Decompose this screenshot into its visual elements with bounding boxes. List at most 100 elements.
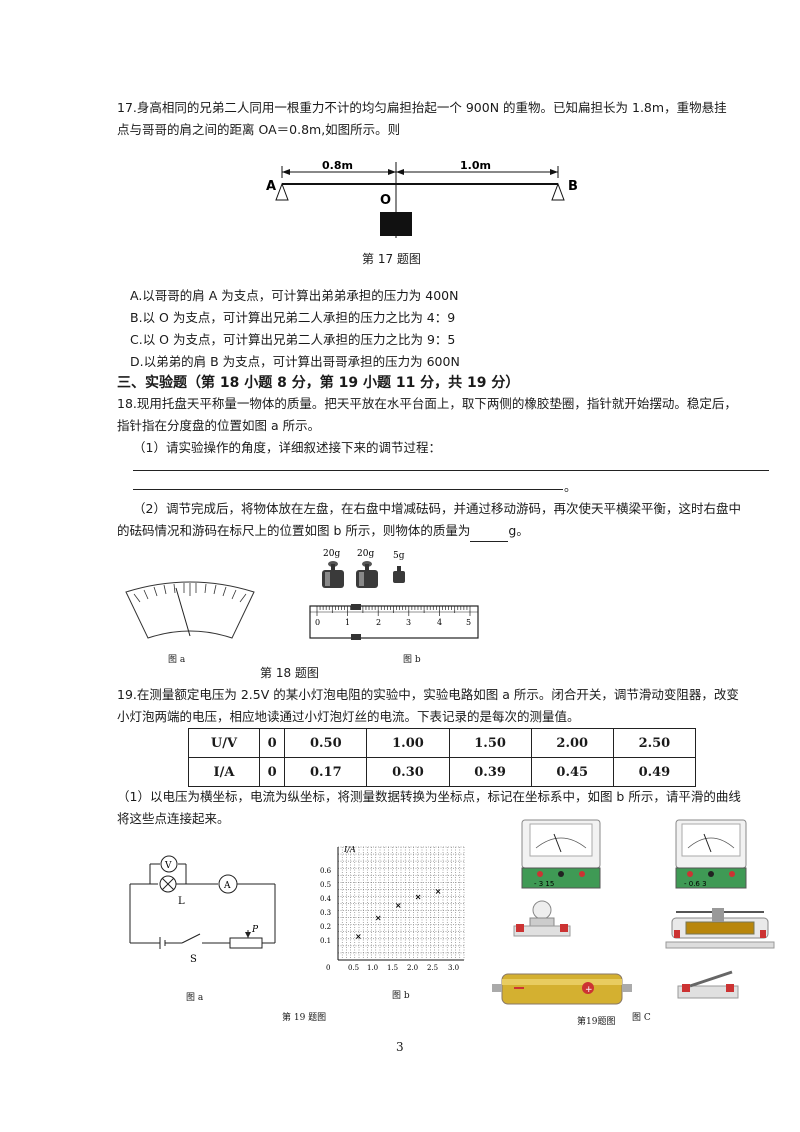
label-dim-right: 1.0m (460, 160, 491, 172)
q19-equipment-figure: - 3 15 - 0.6 3 + (492, 819, 775, 1005)
label-o: O (380, 193, 391, 208)
q18-part1-end: 。 (564, 479, 577, 494)
q19-caption-a: 第 19 题图 (282, 1013, 327, 1023)
table-cell: 2.50 (612, 728, 697, 758)
q19-part1-line2: 将这些点连接起来。 (117, 811, 230, 826)
x-tick: 1.5 (387, 964, 398, 972)
section3-heading: 三、实验题（第 18 小题 8 分，第 19 小题 11 分，共 19 分） (117, 375, 520, 391)
table-header-cell: U/V (188, 728, 260, 758)
data-point: × (415, 892, 422, 901)
voltmeter-device: - 3 15 (521, 819, 601, 889)
table-cell: 0.45 (530, 757, 614, 787)
table-cell: 0.30 (366, 757, 450, 787)
scale-tick-0: 0 (315, 618, 320, 627)
lamp-holder (513, 900, 571, 937)
ammeter-device: - 0.6 3 (675, 819, 747, 889)
switch-device (677, 970, 739, 999)
q19-fig-c-caption: 图 C (632, 1013, 651, 1023)
weight-label-2: 20g (357, 549, 374, 559)
table-cell: 0 (258, 757, 286, 787)
voltmeter-scale: - 3 15 (534, 880, 554, 888)
scale-tick-1: 1 (345, 618, 350, 627)
x-tick: 2.5 (427, 964, 438, 972)
table-cell: 0.49 (612, 757, 697, 787)
table-cell: 0.50 (284, 728, 368, 758)
label-a: A (266, 179, 276, 194)
q17-option-c: C.以 O 为支点，可计算出兄弟二人承担的压力之比为 9：5 (130, 332, 456, 347)
table-cell: 2.00 (530, 728, 614, 758)
q18-dial-figure (125, 581, 255, 639)
data-point: × (375, 914, 382, 923)
data-point: × (355, 932, 362, 941)
q18-caption: 第 18 题图 (260, 666, 319, 680)
x-tick: 3.0 (448, 964, 459, 972)
q18-weights-figure: 20g 20g 5g 0 1 2 3 4 5 (309, 549, 479, 640)
x-tick: 0.5 (348, 964, 359, 972)
scale-tick-2: 2 (376, 618, 381, 627)
q19-fig-b-caption: 图 b (392, 991, 410, 1001)
q17-caption: 第 17 题图 (362, 252, 421, 266)
table-cell: 0.17 (284, 757, 368, 787)
weight-label-3: 5g (393, 551, 405, 561)
q18-part2-unit: g。 (508, 523, 529, 538)
q19-caption-c: 第19题图 (577, 1017, 616, 1027)
q17-option-b: B.以 O 为支点，可计算出兄弟二人承担的压力之比为 4：9 (130, 310, 456, 325)
q17-stem-line1: 17.身高相同的兄弟二人同用一根重力不计的均匀扁担抬起一个 900N 的重物。已… (117, 100, 727, 115)
circuit-voltmeter-label: V (164, 861, 172, 871)
scale-tick-5: 5 (466, 618, 471, 627)
graph-ylabel: I/A (343, 845, 356, 854)
data-point: × (435, 887, 442, 896)
table-row: I/A 0 0.17 0.30 0.39 0.45 0.49 (188, 757, 697, 787)
scale-tick-4: 4 (437, 618, 442, 627)
q18-answer-line-2[interactable] (133, 489, 563, 490)
y-tick: 0.6 (320, 867, 332, 875)
q19-stem-line2: 小灯泡两端的电压，相应地读通过小灯泡灯丝的电流。下表记录的是每次的测量值。 (117, 709, 580, 724)
q17-option-a: A.以哥哥的肩 A 为支点，可计算出弟弟承担的压力为 400N (130, 288, 459, 303)
weight-label-1: 20g (323, 549, 340, 559)
rheostat-device (665, 908, 775, 949)
q18-part1: （1）请实验操作的角度，详细叙述接下来的调节过程： (133, 440, 441, 455)
q18-stem-line1: 18.现用托盘天平称量一物体的质量。把天平放在水平台面上，取下两侧的橡胶垫圈，指… (117, 396, 737, 411)
table-cell: 1.50 (448, 728, 532, 758)
battery-device: + (492, 973, 632, 1005)
svg-text:+: + (585, 985, 593, 995)
q17-lever-figure: 0.8m 1.0m A B O (266, 160, 578, 238)
q18-fig-b-caption: 图 b (403, 655, 421, 665)
y-tick: 0.1 (320, 937, 331, 945)
circuit-switch-label: S (190, 954, 197, 965)
q19-stem-line1: 19.在测量额定电压为 2.5V 的某小灯泡电阻的实验中，实验电路如图 a 所示… (117, 687, 739, 702)
table-header-cell: I/A (188, 757, 260, 787)
scale-tick-3: 3 (406, 618, 411, 627)
x-tick: 1.0 (367, 964, 378, 972)
y-tick: 0.2 (320, 923, 331, 931)
data-point: × (395, 901, 402, 910)
x-tick: 2.0 (407, 964, 418, 972)
q19-part1-line1: （1）以电压为横坐标，电流为纵坐标，将测量数据转换为坐标点，标记在坐标系中，如图… (117, 789, 741, 804)
circuit-ammeter-label: A (223, 881, 231, 891)
q19-fig-a-caption: 图 a (186, 993, 204, 1003)
q18-part2-text: 的砝码情况和游码在标尺上的位置如图 b 所示，则物体的质量为 (117, 523, 471, 538)
circuit-rheostat-label: P (251, 925, 259, 935)
q18-mass-blank[interactable] (470, 527, 509, 542)
q19-iv-graph: I/A 0.6 0.5 0.4 0.3 0.2 0.1 0 0.5 1.0 1.… (320, 845, 465, 972)
q18-part2-line2: 的砝码情况和游码在标尺上的位置如图 b 所示，则物体的质量为 g。 (117, 520, 529, 542)
q17-option-d: D.以弟弟的肩 B 为支点，可计算出哥哥承担的压力为 600N (130, 354, 460, 369)
q19-circuit-figure: V A L S P (129, 855, 276, 965)
y-tick: 0.5 (320, 881, 331, 889)
table-cell: 1.00 (366, 728, 450, 758)
ammeter-scale: - 0.6 3 (684, 880, 707, 888)
label-dim-left: 0.8m (322, 160, 353, 172)
y-tick: 0.4 (320, 895, 332, 903)
table-row: U/V 0 0.50 1.00 1.50 2.00 2.50 (188, 728, 697, 758)
x-tick: 0 (326, 964, 330, 972)
page-number: 3 (396, 1040, 404, 1054)
q18-fig-a-caption: 图 a (168, 655, 186, 665)
q18-stem-line2: 指针指在分度盘的位置如图 a 所示。 (117, 418, 321, 433)
y-tick: 0.3 (320, 909, 331, 917)
q18-answer-line-1[interactable] (133, 470, 769, 471)
label-b: B (568, 179, 578, 194)
q17-stem-line2: 点与哥哥的肩之间的距离 OA＝0.8m,如图所示。则 (117, 122, 401, 137)
circuit-lamp-label: L (178, 896, 185, 907)
q19-data-table: U/V 0 0.50 1.00 1.50 2.00 2.50 I/A 0 0.1… (188, 728, 697, 787)
q18-part2-line1: （2）调节完成后，将物体放在左盘，在右盘中增减砝码，并通过移动游码，再次使天平横… (133, 501, 741, 516)
